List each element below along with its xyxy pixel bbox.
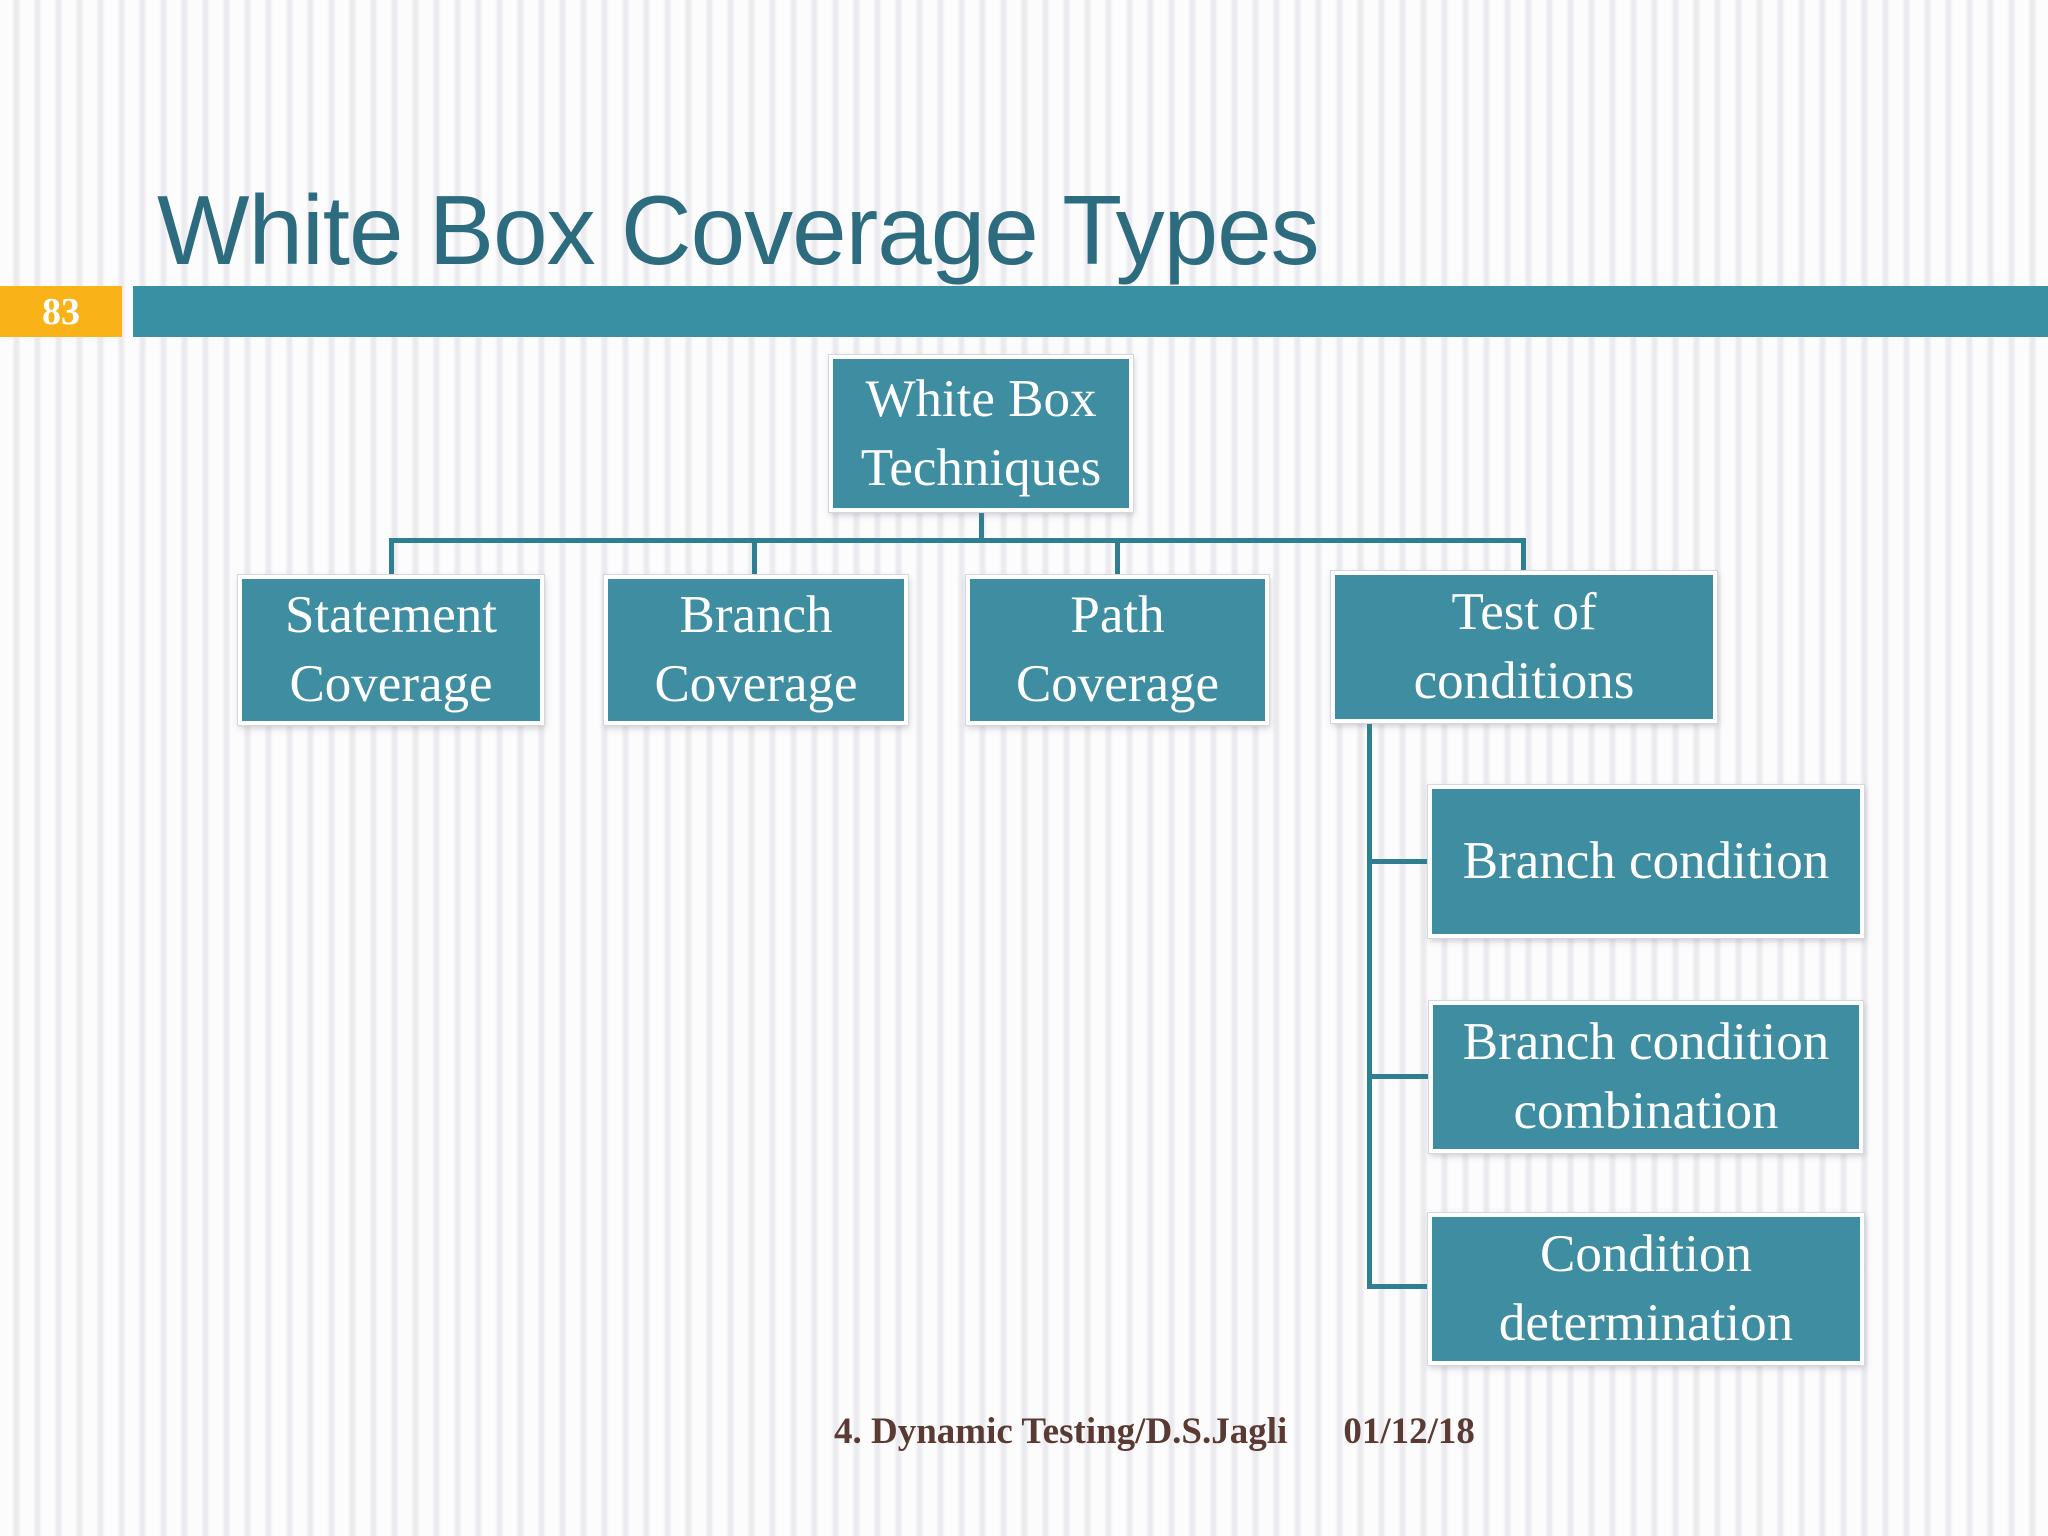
connector-test-vertical: [1367, 721, 1372, 1289]
node-white-box-techniques: White Box Techniques: [828, 354, 1134, 513]
node-test-of-conditions: Test of conditions: [1330, 570, 1718, 724]
node-branch-condition: Branch condition: [1427, 784, 1865, 939]
node-label: Statement Coverage: [285, 586, 497, 713]
connector-drop-path: [1115, 538, 1120, 577]
connector-root-drop: [979, 507, 984, 540]
node-label: Branch condition: [1462, 832, 1830, 891]
connector-drop-test: [1521, 538, 1526, 573]
connector-main-horizontal: [389, 538, 1526, 543]
connector-stub-condition-determination: [1367, 1284, 1430, 1289]
footer-reference: 4. Dynamic Testing/D.S.Jagli: [834, 1411, 1288, 1452]
node-label: Branch Coverage: [654, 586, 858, 713]
connector-drop-statement: [389, 538, 394, 577]
node-condition-determination: Condition determination: [1427, 1212, 1865, 1366]
node-label: Path Coverage: [1015, 586, 1220, 713]
accent-bar: [133, 286, 2048, 337]
node-path-coverage: Path Coverage: [965, 574, 1270, 726]
node-branch-condition-combination: Branch condition combination: [1428, 1000, 1864, 1154]
footer-date: 01/12/18: [1343, 1411, 1475, 1452]
node-label: Test of conditions: [1413, 583, 1635, 710]
node-label: Condition determination: [1498, 1225, 1794, 1352]
page-number-badge: 83: [0, 286, 122, 337]
page-title: White Box Coverage Types: [157, 174, 1320, 285]
connector-drop-branch: [752, 538, 757, 577]
node-label: White Box Techniques: [860, 369, 1102, 497]
connector-stub-branch-condition: [1367, 859, 1430, 864]
node-statement-coverage: Statement Coverage: [237, 574, 545, 726]
slide-footer: 4. Dynamic Testing/D.S.Jagli 01/12/18: [834, 1410, 1475, 1453]
node-label: Branch condition combination: [1462, 1013, 1830, 1140]
connector-stub-branch-condition-combination: [1367, 1074, 1430, 1079]
node-branch-coverage: Branch Coverage: [603, 574, 909, 726]
page-number: 83: [42, 290, 80, 333]
